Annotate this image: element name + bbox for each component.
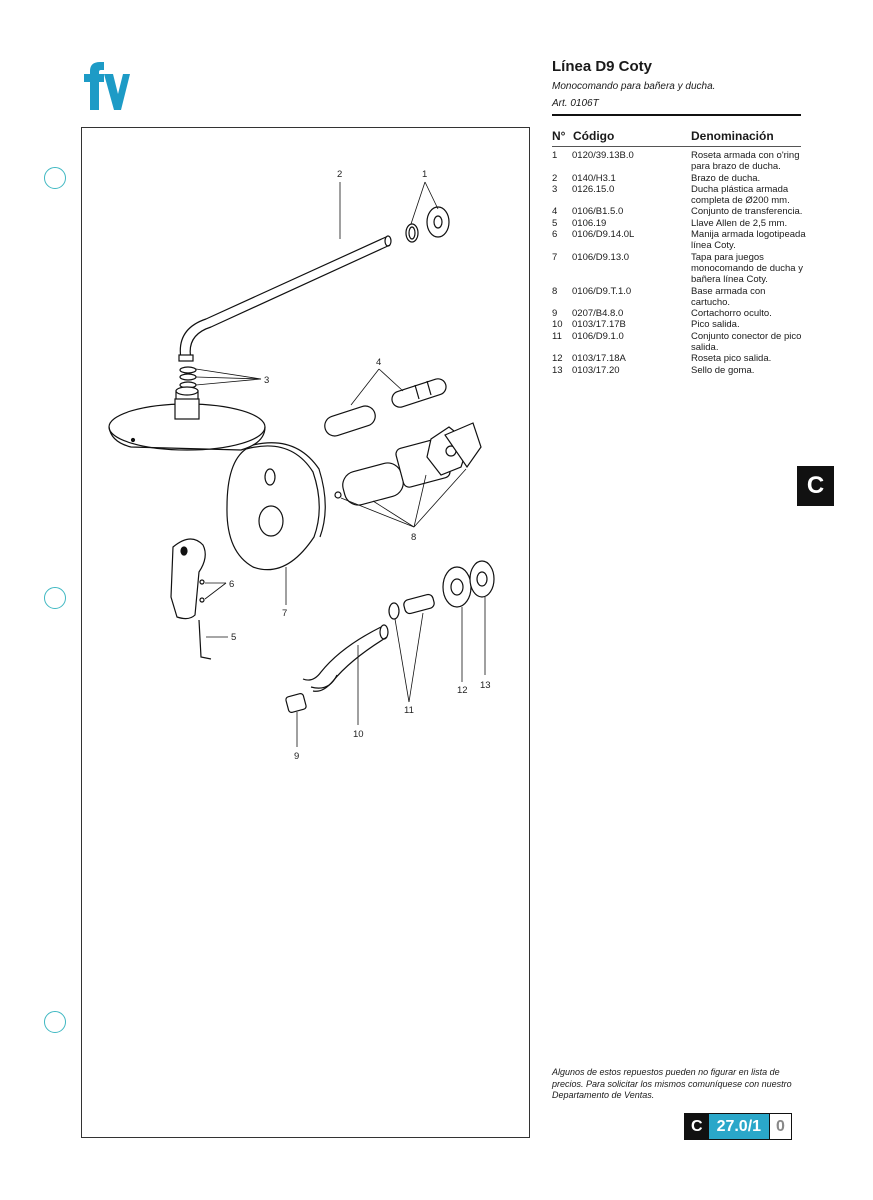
row-code: 0207/B4.8.0 bbox=[572, 308, 624, 320]
table-row: 7 0106/D9.13.0 Tapa para juegos monocomand… bbox=[552, 252, 807, 286]
row-code: 0120/39.13B.0 bbox=[572, 150, 634, 161]
binder-hole-middle bbox=[44, 587, 66, 609]
row-code: 0103/17.18A bbox=[572, 353, 626, 365]
parts-table-header: N° Código Denominación bbox=[552, 128, 801, 147]
row-num: 2 bbox=[552, 172, 558, 184]
rosette-oring bbox=[405, 206, 450, 243]
row-code: 0140/H3.1 bbox=[572, 172, 616, 184]
table-row: 4 0106/B1.5.0 Conjunto de transferencia. bbox=[552, 206, 807, 217]
page-number: 27.0/1 bbox=[708, 1114, 770, 1139]
row-code: 0103/17.17B bbox=[572, 319, 626, 331]
row-code: 0106/D9.13.0 bbox=[572, 251, 630, 263]
row-name: Roseta pico salida. bbox=[691, 353, 772, 365]
row-name: Base armada con cartucho. bbox=[691, 285, 766, 308]
row-num: 9 bbox=[552, 308, 558, 320]
label-1: 1 bbox=[422, 169, 427, 180]
shower-head bbox=[108, 366, 266, 451]
row-name: Brazo de ducha. bbox=[691, 172, 761, 184]
row-code: 0106/D9.T.1.0 bbox=[572, 285, 632, 297]
row-num: 6 bbox=[552, 229, 558, 241]
row-name: Llave Allen de 2,5 mm. bbox=[691, 217, 788, 229]
row-num: 7 bbox=[552, 251, 558, 263]
label-3: 3 bbox=[264, 375, 269, 386]
cover-plate bbox=[226, 442, 326, 571]
row-name: Conjunto de transferencia. bbox=[691, 206, 803, 218]
row-num: 3 bbox=[552, 183, 558, 195]
spout-connector bbox=[388, 560, 495, 620]
row-name: Conjunto conector de pico salida. bbox=[691, 330, 802, 354]
table-row: 9 0207/B4.8.0 Cortachorro oculto. bbox=[552, 308, 807, 319]
transfer-assembly bbox=[324, 378, 447, 437]
parts-table: 1 0120/39.13B.0 Roseta armada con o'ring p… bbox=[552, 150, 807, 376]
section-tab: C bbox=[797, 466, 834, 506]
row-code: 0106.19 bbox=[572, 217, 607, 229]
table-row: 13 0103/17.20 Sello de goma. bbox=[552, 365, 807, 376]
col-name: Denominación bbox=[691, 129, 774, 143]
row-num: 5 bbox=[552, 217, 558, 229]
row-code: 0103/17.20 bbox=[572, 364, 620, 376]
label-2: 2 bbox=[337, 169, 342, 180]
label-11: 11 bbox=[404, 705, 414, 716]
row-num: 11 bbox=[552, 330, 562, 342]
table-row: 3 0126.15.0 Ducha plástica armada completa… bbox=[552, 184, 807, 207]
aerator bbox=[285, 693, 307, 713]
row-num: 8 bbox=[552, 285, 558, 297]
table-row: 10 0103/17.17B Pico salida. bbox=[552, 319, 807, 330]
page-number-box: C 27.0/1 0 bbox=[684, 1113, 792, 1140]
row-num: 12 bbox=[552, 353, 563, 365]
table-row: 12 0103/17.18A Roseta pico salida. bbox=[552, 353, 807, 364]
page-revision: 0 bbox=[769, 1114, 791, 1139]
row-code: 0106/D9.14.0L bbox=[572, 229, 635, 241]
label-12: 12 bbox=[457, 685, 468, 696]
row-name: Roseta armada con o'ring para brazo de d… bbox=[691, 150, 800, 173]
table-row: 8 0106/D9.T.1.0 Base armada con cartucho. bbox=[552, 286, 807, 309]
page-section: C bbox=[685, 1114, 709, 1139]
row-num: 4 bbox=[552, 206, 558, 218]
label-6: 6 bbox=[229, 579, 234, 590]
row-code: 0126.15.0 bbox=[572, 183, 615, 195]
page-title: Línea D9 Coty bbox=[552, 58, 653, 75]
row-code: 0106/B1.5.0 bbox=[572, 206, 624, 218]
row-num: 10 bbox=[552, 319, 563, 331]
base-cartridge bbox=[334, 422, 482, 506]
row-num: 13 bbox=[552, 364, 563, 376]
footnote: Algunos de estos repuestos pueden no fig… bbox=[552, 1067, 792, 1100]
col-num: N° bbox=[552, 129, 566, 143]
exploded-diagram: 2 1 3 4 8 6 5 7 10 11 12 13 9 bbox=[108, 169, 495, 762]
fv-logo bbox=[84, 62, 130, 110]
page-subtitle: Monocomando para bañera y ducha. bbox=[552, 81, 716, 92]
spout bbox=[302, 624, 389, 692]
row-num: 1 bbox=[552, 150, 558, 161]
table-row: 2 0140/H3.1 Brazo de ducha. bbox=[552, 173, 807, 184]
row-code: 0106/D9.1.0 bbox=[572, 330, 624, 342]
row-name: Pico salida. bbox=[691, 319, 740, 331]
label-7: 7 bbox=[282, 608, 287, 619]
table-row: 1 0120/39.13B.0 Roseta armada con o'ring p… bbox=[552, 150, 807, 173]
label-8: 8 bbox=[411, 532, 416, 543]
exploded-diagram-frame bbox=[81, 127, 530, 1138]
row-name: Manija armada logotipeada línea Coty. bbox=[691, 229, 806, 252]
label-5: 5 bbox=[231, 632, 236, 643]
label-13: 13 bbox=[480, 680, 491, 691]
binder-hole-top bbox=[44, 167, 66, 189]
table-row: 5 0106.19 Llave Allen de 2,5 mm. bbox=[552, 218, 807, 229]
header-divider bbox=[552, 114, 801, 116]
row-name: Cortachorro oculto. bbox=[691, 308, 772, 320]
article-number: Art. 0106T bbox=[552, 98, 599, 109]
label-10: 10 bbox=[353, 729, 364, 740]
col-code: Código bbox=[573, 129, 615, 143]
row-name: Sello de goma. bbox=[691, 364, 755, 376]
allen-key bbox=[198, 619, 212, 660]
row-name: Ducha plástica armada completa de Ø200 m… bbox=[691, 183, 790, 207]
shower-arm bbox=[178, 235, 392, 362]
table-row: 11 0106/D9.1.0 Conjunto conector de pico s… bbox=[552, 331, 807, 354]
label-9: 9 bbox=[294, 751, 299, 762]
binder-hole-bottom bbox=[44, 1011, 66, 1033]
handle bbox=[170, 538, 206, 620]
row-name: Tapa para juegos monocomando de ducha y … bbox=[691, 251, 803, 286]
table-row: 6 0106/D9.14.0L Manija armada logotipeada … bbox=[552, 229, 807, 252]
label-4: 4 bbox=[376, 357, 381, 368]
